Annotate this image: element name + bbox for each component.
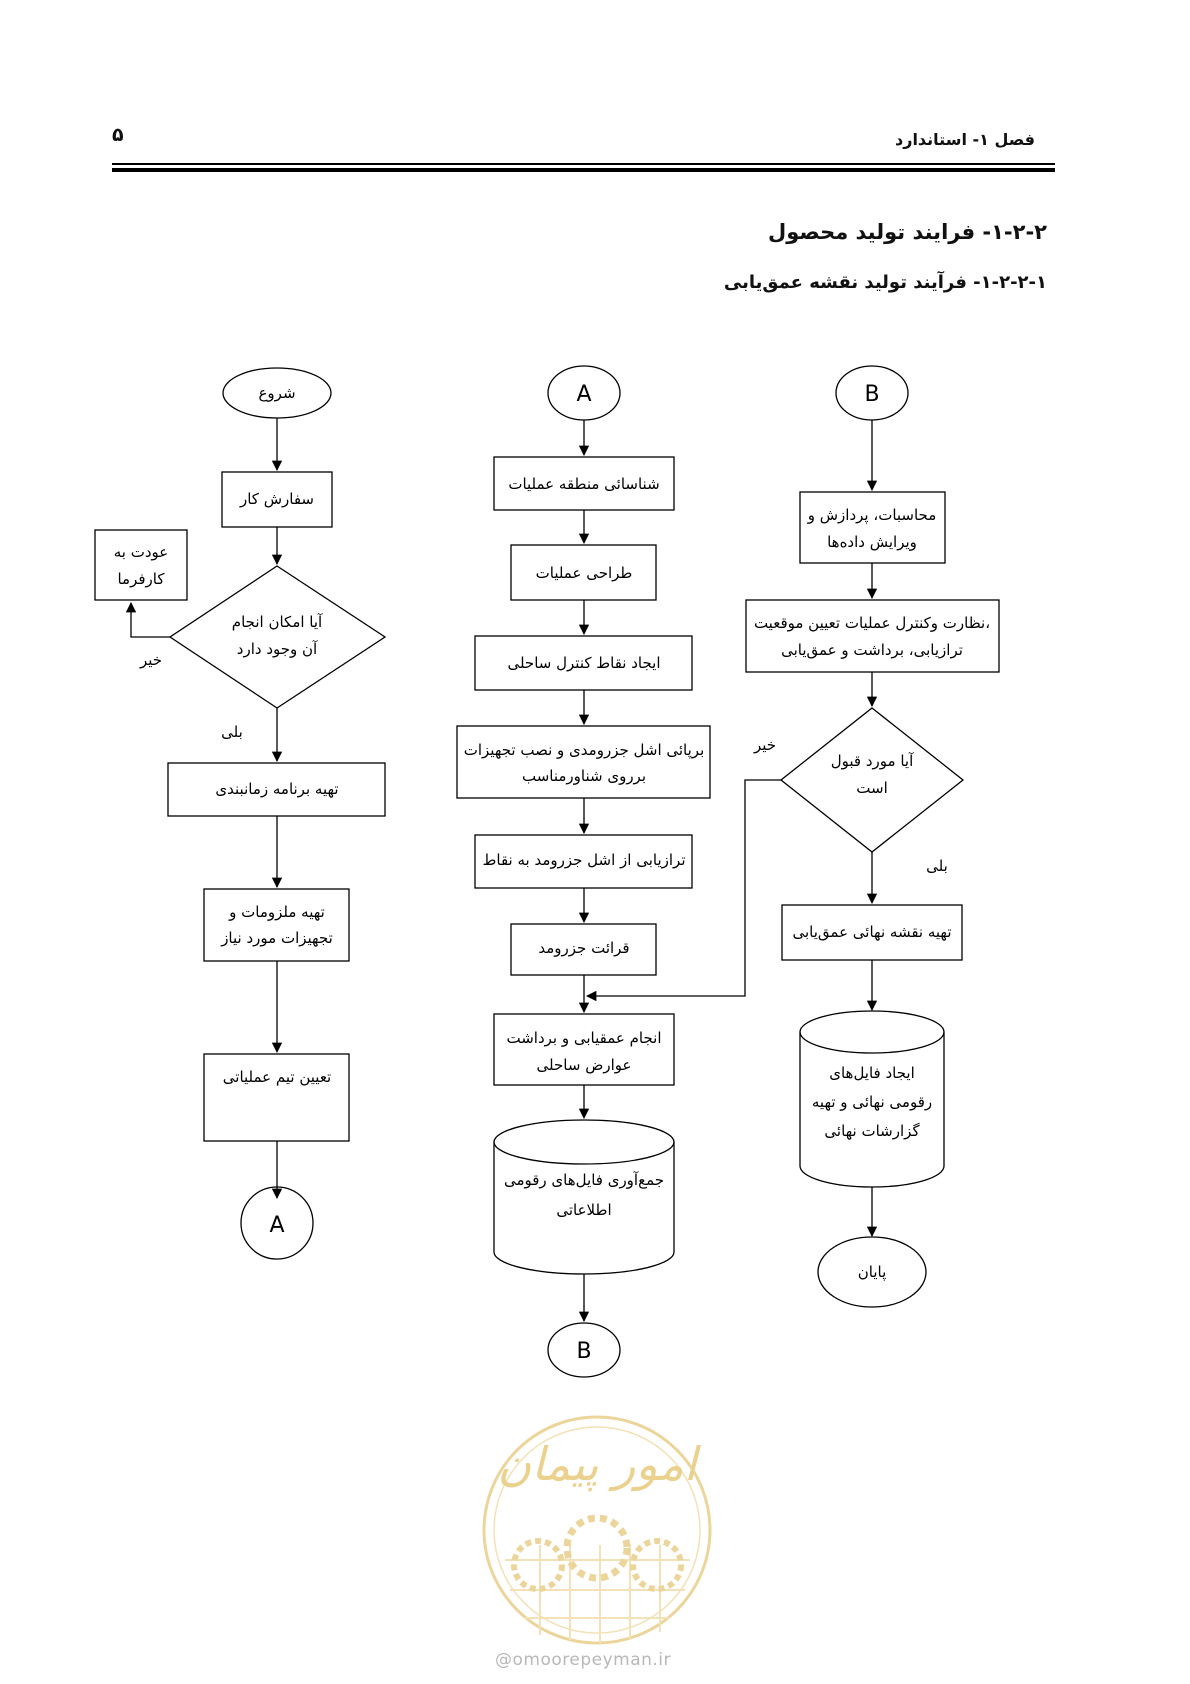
equipment-label-1: تهیه ملزومات و bbox=[228, 903, 325, 921]
section-subheading: ۱-۲-۲-۱- فرآیند تولید نقشه عمق‌یابی bbox=[723, 272, 1047, 293]
end-terminal bbox=[817, 1236, 927, 1308]
team-label: تعیین تیم عملیاتی bbox=[223, 1068, 331, 1086]
connector-a-in-label: A bbox=[576, 382, 591, 407]
schedule-label: تهیه برنامه زمانبندی bbox=[215, 780, 338, 798]
feasibility-label-2: آن وجود دارد bbox=[237, 640, 318, 658]
install-label-2: برروی شناورمناسب bbox=[522, 767, 646, 785]
final-map-label: تهیه نقشه نهائی عمق‌یابی bbox=[792, 923, 951, 941]
identify-label: شناسائی منطقه عملیات bbox=[508, 475, 659, 493]
control-points-label: ایجاد نقاط کنترل ساحلی bbox=[507, 654, 660, 672]
connector-b-out-label: B bbox=[576, 1339, 591, 1364]
connector-a-out-label: A bbox=[269, 1213, 284, 1238]
final-files-label-1: ایجاد فایل‌های bbox=[829, 1064, 915, 1082]
watermark-logo: امور پیمان bbox=[482, 1415, 712, 1645]
final-files-cylinder bbox=[799, 1010, 945, 1188]
acceptance-yes-label: بلی bbox=[926, 857, 948, 875]
design-label: طراحی عملیات bbox=[536, 564, 633, 582]
header-rule-thick bbox=[112, 168, 1055, 172]
collect-files-label-1: جمع‌آوری فایل‌های رقومی bbox=[504, 1171, 664, 1189]
connector-b-in-label: B bbox=[864, 382, 879, 407]
final-files-label-3: گزارشات نهائی bbox=[824, 1122, 920, 1140]
install-box bbox=[456, 725, 711, 799]
feasibility-label-1: آیا امکان انجام bbox=[232, 613, 323, 631]
supervise-label-2: ترازیابی، برداشت و عمق‌یابی bbox=[781, 641, 963, 659]
feasibility-decision bbox=[168, 565, 387, 709]
compute-label-1: محاسبات، پردازش و bbox=[807, 506, 937, 525]
start-label: شروع bbox=[258, 384, 295, 402]
order-label: سفارش کار bbox=[239, 490, 314, 508]
acceptance-no-label: خیر bbox=[753, 736, 776, 754]
column-1 bbox=[94, 367, 387, 1260]
return-box bbox=[94, 529, 188, 601]
collect-files-cylinder bbox=[493, 1119, 675, 1275]
final-files-label-2: رقومی نهائی و تهیه bbox=[812, 1093, 932, 1111]
compute-label-2: ویرایش داده‌ها bbox=[827, 533, 917, 551]
tide-reading-label: قرائت جزرومد bbox=[538, 939, 629, 957]
return-label-2: کارفرما bbox=[117, 570, 165, 588]
acceptance-label-1: آیا مورد قبول bbox=[831, 752, 914, 770]
collect-files-label-2: اطلاعاتی bbox=[556, 1201, 611, 1219]
feasibility-yes-label: بلی bbox=[221, 723, 243, 741]
feasibility-no-label: خیر bbox=[139, 651, 162, 669]
page-number: ۵ bbox=[112, 124, 124, 146]
leveling-label: ترازیابی از اشل جزرومد به نقاط bbox=[483, 851, 686, 869]
return-label-1: عودت به bbox=[114, 543, 169, 561]
connector-b-out bbox=[547, 1322, 621, 1378]
end-label: پایان bbox=[858, 1263, 887, 1282]
column-2 bbox=[456, 365, 711, 1378]
survey-label-2: عوارض ساحلی bbox=[537, 1056, 632, 1074]
install-label-1: برپائی اشل جزرومدی و نصب تجهیزات bbox=[464, 741, 705, 760]
equipment-box bbox=[203, 888, 350, 962]
compute-box bbox=[799, 491, 946, 564]
survey-box bbox=[493, 1013, 675, 1086]
acceptance-label-2: است bbox=[856, 779, 887, 797]
header-rule-thin bbox=[112, 163, 1055, 165]
watermark-logo-text: امور پیمان bbox=[497, 1437, 701, 1492]
watermark-url: @omoorepeyman.ir bbox=[495, 1650, 672, 1670]
chapter-title: فصل ۱- استاندارد bbox=[895, 130, 1035, 149]
column-3 bbox=[585, 365, 1000, 1308]
survey-label-1: انجام عمقیابی و برداشت bbox=[506, 1029, 661, 1047]
equipment-label-2: تجهیزات مورد نیاز bbox=[220, 929, 333, 947]
connector-a-out bbox=[240, 1186, 314, 1260]
supervise-box bbox=[745, 599, 1000, 673]
supervise-label-1: نظارت وکنترل عملیات تعیین موقعیت، bbox=[754, 614, 990, 632]
section-heading: ۱-۲-۲- فرایند تولید محصول bbox=[768, 220, 1047, 244]
